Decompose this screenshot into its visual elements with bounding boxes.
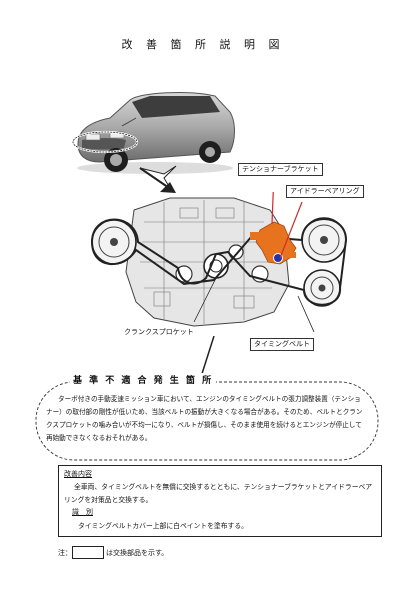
grille-highlight-arrow bbox=[71, 130, 177, 193]
replacement-part-swatch bbox=[72, 546, 104, 559]
notice-body: ターボ付きの手動変速ミッション車において、エンジンのタイミングベルトの張力調整装… bbox=[46, 395, 363, 442]
improvement-body: 全車両、タイミングベルトを無償に交換するとともに、テンショナーブラケットとアイド… bbox=[64, 483, 373, 504]
identification-heading: 識 別 bbox=[72, 508, 93, 516]
idler-bearing-label: アイドラーベアリング bbox=[286, 185, 364, 198]
note-prefix: 注： bbox=[58, 549, 72, 557]
note-suffix: は交換部品を示す。 bbox=[106, 549, 169, 557]
crank-sprocket-label: クランクスプロケット bbox=[124, 328, 194, 336]
page-title: 改 善 箇 所 説 明 図 bbox=[121, 38, 285, 51]
improvement-box bbox=[58, 465, 382, 537]
car-image bbox=[77, 92, 235, 174]
improvement-heading: 改善内容 bbox=[64, 470, 92, 478]
notice-heading: 基 準 不 適 合 発 生 箇 所 bbox=[70, 373, 217, 386]
timing-belt-label: タイミングベルト bbox=[250, 338, 314, 351]
identification-body: タイミングベルトカバー上部に白ペイントを塗布する。 bbox=[78, 522, 248, 530]
engine-diagram bbox=[90, 192, 348, 332]
tensioner-bracket-label: テンショナーブラケット bbox=[238, 163, 323, 176]
